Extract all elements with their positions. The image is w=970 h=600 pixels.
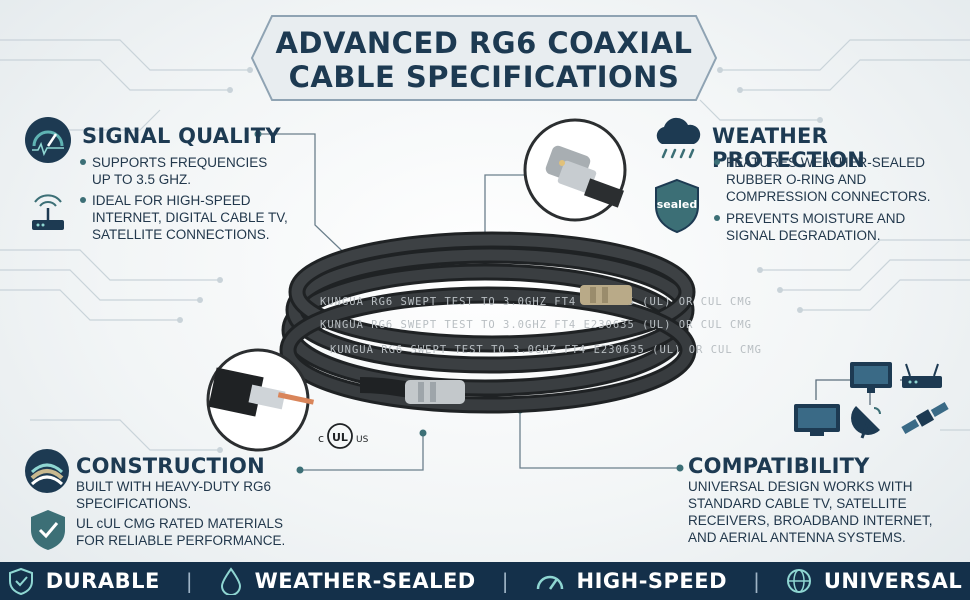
signal-quality-heading: SIGNAL QUALITY xyxy=(82,124,281,148)
router-icon xyxy=(902,363,942,388)
svg-text:US: US xyxy=(356,435,369,445)
footer-bar: DURABLE | WEATHER-SEALED | HIGH-SPEED | … xyxy=(0,562,970,600)
bullet-dot xyxy=(714,215,720,221)
ul-certification-mark: c UL US xyxy=(318,423,369,449)
speedometer-icon xyxy=(536,575,563,590)
weather-bullet-1: FEATURES WEATHER-SEALED RUBBER O-RING AN… xyxy=(726,155,931,204)
layers-icon xyxy=(25,449,69,493)
satellite-dish-icon xyxy=(851,406,881,439)
footer-item-durable: DURABLE xyxy=(8,567,160,595)
cable-print-text: KUNGUA RG6 SWEPT TEST TO 3.0GHZ FT4 E230… xyxy=(320,296,752,308)
device-icons-group xyxy=(794,362,949,439)
satellite-icon xyxy=(901,402,949,434)
connector-top xyxy=(580,285,632,305)
construction-bullet-1: BUILT WITH HEAVY-DUTY RG6 SPECIFICATIONS… xyxy=(76,479,272,511)
sealed-shield-icon: sealed xyxy=(652,178,702,234)
title-line-1: ADVANCED RG6 COAXIAL xyxy=(275,26,693,60)
leader-lines xyxy=(258,133,680,471)
speedometer-icon xyxy=(25,117,71,163)
svg-text:c: c xyxy=(318,432,324,445)
tv-icon xyxy=(794,404,840,436)
cable-print-text-3: KUNGUA RG6 SWEPT TEST TO 3.0GHZ FT4 E230… xyxy=(330,344,762,356)
cable-coils xyxy=(279,231,697,414)
footer-item-high-speed: HIGH-SPEED xyxy=(535,569,728,593)
weather-bullet-2: PREVENTS MOISTURE AND SIGNAL DEGRADATION… xyxy=(726,211,906,243)
connector-zoom xyxy=(523,118,627,222)
shield-check-icon xyxy=(8,567,33,595)
title-banner: ADVANCED RG6 COAXIAL CABLE SPECIFICATION… xyxy=(250,14,718,102)
weather-protection-heading: WEATHER PROTECTION xyxy=(712,124,866,172)
check-shield-icon xyxy=(31,510,65,550)
footer-separator: | xyxy=(501,569,509,593)
signal-quality-bullet-1: SUPPORTS FREQUENCIES UP TO 3.5 GHZ. xyxy=(92,155,268,187)
bullet-dot xyxy=(80,159,86,165)
construction-bullet-2: UL cUL CMG RATED MATERIALS FOR RELIABLE … xyxy=(76,516,286,548)
title-line-2: CABLE SPECIFICATIONS xyxy=(288,60,680,94)
footer-separator: | xyxy=(753,569,760,593)
compatibility-text: UNIVERSAL DESIGN WORKS WITH STANDARD CAB… xyxy=(688,479,933,545)
bullet-dot xyxy=(714,159,720,165)
water-drop-icon xyxy=(220,567,241,595)
sealed-badge-text: sealed xyxy=(656,198,698,211)
cross-section-zoom xyxy=(206,348,315,452)
page-title: ADVANCED RG6 COAXIAL CABLE SPECIFICATION… xyxy=(250,26,718,94)
signal-quality-bullet-2: IDEAL FOR HIGH-SPEED INTERNET, DIGITAL C… xyxy=(92,193,288,242)
globe-icon xyxy=(786,569,811,593)
footer-item-weather-sealed: WEATHER-SEALED xyxy=(219,567,476,595)
router-icon xyxy=(32,194,64,230)
svg-text:UL: UL xyxy=(332,431,348,444)
monitor-icon xyxy=(850,362,892,393)
compatibility-heading: COMPATIBILITY xyxy=(688,454,870,478)
construction-heading: CONSTRUCTION xyxy=(76,454,265,478)
bullet-dot xyxy=(80,197,86,203)
rain-cloud-icon xyxy=(656,117,701,159)
connector-front xyxy=(405,380,465,404)
cable-print-text-2: KUNGUA RG6 SWEPT TEST TO 3.0GHZ FT4 E230… xyxy=(320,319,752,331)
title-banner-shape xyxy=(250,15,718,101)
footer-separator: | xyxy=(185,569,193,593)
footer-item-universal: UNIVERSAL xyxy=(786,568,962,594)
